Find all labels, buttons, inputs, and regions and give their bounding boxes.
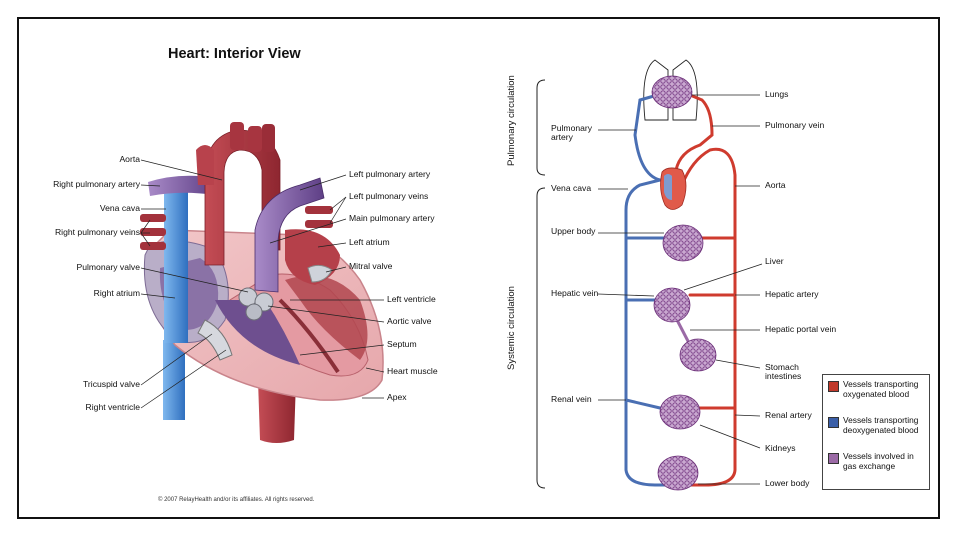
label-aorta: Aorta [119,154,140,164]
label-upper-body: Upper body [551,226,596,236]
label-hepatic-portal-vein: Hepatic portal vein [765,324,837,334]
label-left-atrium: Left atrium [349,237,390,247]
copyright-notice: © 2007 RelayHealth and/or its affiliates… [158,497,315,503]
legend-swatch-exchange [828,453,839,464]
label-pulmonary-circulation: Pulmonary circulation [506,75,517,166]
left-ventricle-shape [285,275,368,360]
label-renal-vein: Renal vein [551,394,592,404]
legend-swatch-oxygenated [828,381,839,392]
label-right-ventricle: Right ventricle [85,402,140,412]
label-systemic-circulation: Systemic circulation [506,286,517,370]
lung-left-outline [643,59,669,121]
label-left-pulmonary-veins: Left pulmonary veins [349,191,429,201]
label-apex: Apex [387,392,407,402]
label-left-ventricle: Left ventricle [387,294,436,304]
legend-label-deoxygenated: Vessels transporting deoxygenated blood [843,415,919,435]
legend-label-oxygenated: Vessels transporting oxygenated blood [843,379,919,399]
label-renal-artery: Renal artery [765,410,812,420]
right-ventricle-shape [215,300,300,365]
capillary-kidneys [659,394,701,430]
label-septum: Septum [387,339,417,349]
label-pulmonary-valve: Pulmonary valve [76,262,140,272]
label-hepatic-artery: Hepatic artery [765,289,819,299]
label-lungs: Lungs [765,89,789,99]
capillary-lungs [651,75,693,109]
heart-title: Heart: Interior View [168,46,301,62]
main-pulmonary-artery-vessel [254,177,325,293]
label-right-atrium: Right atrium [93,288,140,298]
label-pulmonary-vein: Pulmonary vein [765,120,825,130]
label-vena-cava-heart: Vena cava [99,203,140,213]
label-stomach-intestines: Stomach intestines [765,362,802,382]
label-hepatic-vein: Hepatic vein [551,288,599,298]
label-right-pulmonary-artery: Right pulmonary artery [53,179,140,189]
label-aorta-circ: Aorta [765,180,786,190]
legend-swatch-deoxygenated [828,417,839,428]
label-lower-body: Lower body [765,478,810,488]
capillary-stomach [679,338,717,372]
capillary-lower-body [657,455,699,491]
legend-box: Vessels transporting oxygenated blood Ve… [822,374,930,490]
label-vena-cava-circ: Vena cava [551,183,592,193]
label-heart-muscle: Heart muscle [387,366,438,376]
label-pulmonary-artery: Pulmonary artery [551,123,593,143]
superior-vena-cava [164,183,188,343]
capillary-liver [653,287,691,323]
legend-label-exchange: Vessels involved in gas exchange [843,451,914,471]
lung-right-outline [672,59,698,121]
label-right-pulmonary-veins: Right pulmonary veins [54,227,140,237]
descending-aorta [258,380,296,443]
capillary-upper-body [662,224,704,262]
label-kidneys: Kidneys [765,443,796,453]
label-left-pulmonary-artery: Left pulmonary artery [349,169,431,179]
label-aortic-valve: Aortic valve [387,316,432,326]
label-main-pulmonary-artery: Main pulmonary artery [349,213,435,223]
inferior-vena-cava [163,340,185,420]
label-mitral-valve: Mitral valve [349,261,393,271]
label-tricuspid-valve: Tricuspid valve [83,379,140,389]
label-liver: Liver [765,256,784,266]
